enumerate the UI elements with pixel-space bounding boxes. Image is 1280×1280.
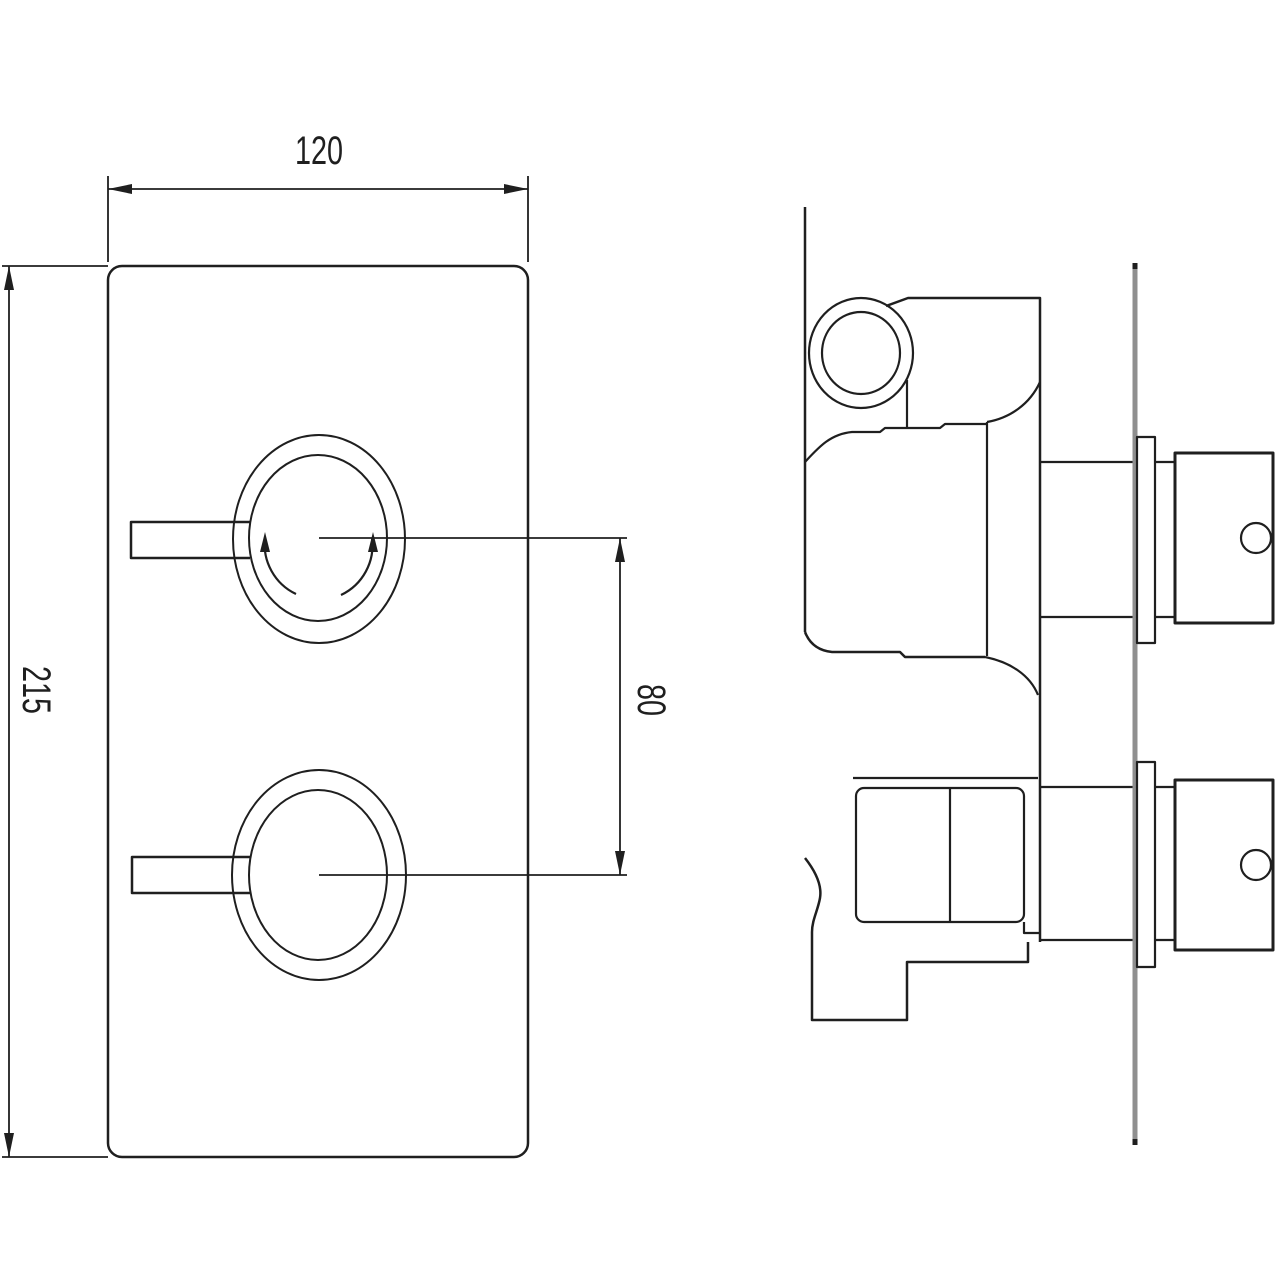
top-knob-trim-ring-side [1135,435,1157,645]
dim-spacing-arrow-top [615,538,625,562]
body-waist-shoulder [984,655,1040,696]
top-knob-setscrew-hole [1239,521,1273,555]
inlet-pipe-outer-circle [807,296,915,410]
bottom-knob-side-profile [1173,778,1275,952]
cartridge-housing [854,786,1026,924]
dim-label-plate-width: 120 [295,128,343,173]
valve-body-lower-outline [804,857,1030,1022]
inlet-pipe-inner-circle [820,310,902,396]
bottom-knob-setscrew-hole [1239,848,1273,882]
side-view [803,207,1275,1145]
top-knob-rotation-arrowheads [260,532,378,552]
top-knob-lever-handle [129,520,250,560]
bottom-knob-lever-handle [130,855,250,895]
rotation-arrowhead-left [260,532,270,552]
top-knob-rotation-arc-left [263,537,297,595]
dimension-arrowheads [4,184,625,1157]
dim-label-plate-height: 215 [14,666,59,714]
dim-width-arrow-right [504,184,528,194]
front-view [106,264,627,1159]
dim-spacing-arrow-bottom [615,851,625,875]
rotation-arrowhead-right [368,532,378,552]
dimension-lines [2,176,621,1158]
body-waist-contour [803,631,985,659]
dim-width-arrow-left [108,184,132,194]
top-knob-side-profile [1173,451,1275,625]
dim-label-handle-spacing: 80 [629,684,674,716]
body-shoulder-contour [986,381,1042,424]
top-knob-rotation-arc-right [340,537,374,596]
faceplate-front [106,264,530,1159]
dim-height-arrow-top [4,266,14,290]
cartridge-notch [1022,922,1040,935]
body-upper-step-contour [804,422,987,463]
dim-height-arrow-bottom [4,1133,14,1157]
valve-body-upper-outline [885,296,1042,942]
top-knob-outer-ring [232,434,406,644]
dimension-labels: 120 215 80 [14,128,674,716]
bottom-knob-trim-ring-side [1135,760,1157,969]
